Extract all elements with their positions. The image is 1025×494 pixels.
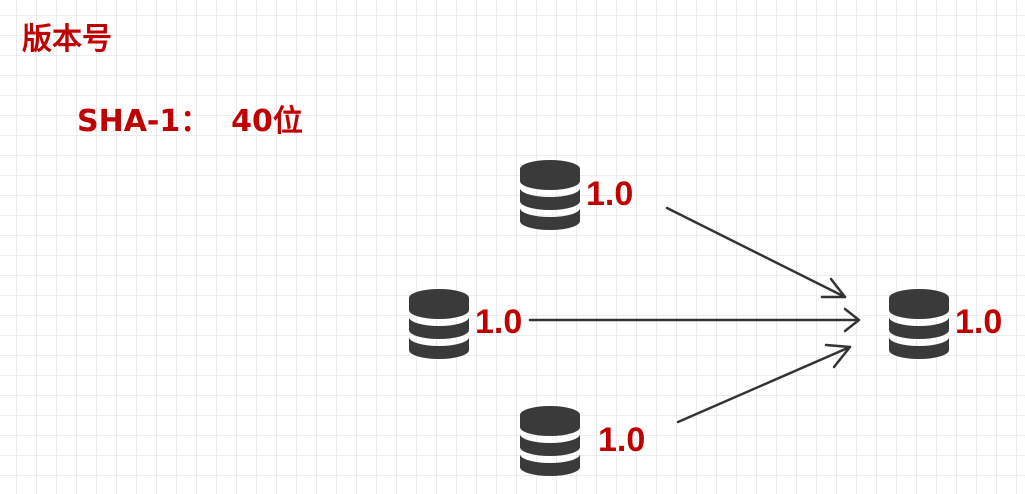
database-icon: [889, 289, 949, 359]
version-label: 1.0: [955, 303, 1003, 341]
arrow-top-to-target-head: [820, 277, 847, 299]
database-icon: [520, 160, 580, 230]
version-label: 1.0: [475, 303, 523, 341]
version-label: 1.0: [586, 175, 634, 213]
version-label: 1.0: [598, 421, 646, 459]
database-icon: [409, 289, 469, 359]
arrow-bottom-to-target-head: [824, 343, 852, 369]
hash-length-label: SHA-1： 40位: [77, 104, 303, 139]
arrow-middle-to-target-head: [843, 307, 861, 333]
arrow-bottom-to-target: [676, 345, 852, 424]
page-title: 版本号: [22, 22, 112, 57]
database-icon: [520, 406, 580, 476]
arrow-top-to-target: [665, 206, 847, 299]
